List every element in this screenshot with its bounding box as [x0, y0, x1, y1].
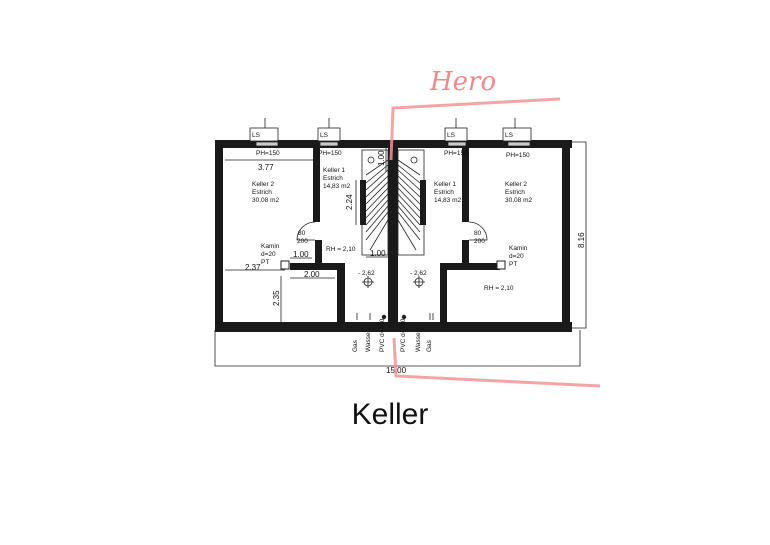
- dimension-2-35: 2.35: [272, 290, 281, 306]
- room-height-right: RH = 2,10: [484, 285, 514, 292]
- svg-text:Kamin: Kamin: [509, 245, 528, 252]
- room-right-keller2: Keller 2 Estrich 30,08 m2: [505, 181, 532, 204]
- svg-text:Estrich: Estrich: [505, 189, 525, 196]
- dimension-1-00: 1.00: [377, 150, 386, 166]
- kamin-left: Kamin d=20 PT: [261, 243, 280, 266]
- room-left-keller1: Keller 1 Estrich 14,83 m2: [323, 167, 350, 190]
- level-right: - 2,62: [410, 270, 427, 277]
- room-right-keller1: Keller 1 Estrich 14,83 m2: [434, 181, 461, 204]
- svg-text:Wasser: Wasser: [365, 329, 372, 352]
- page-title: Keller: [351, 398, 429, 431]
- staircase-right: [397, 149, 425, 256]
- svg-text:Keller 1: Keller 1: [434, 181, 456, 188]
- svg-text:30,08 m2: 30,08 m2: [505, 197, 532, 204]
- window-sill: PH=150: [444, 150, 468, 157]
- room-height-left: RH = 2,10: [326, 246, 356, 253]
- door-width: 80: [298, 230, 306, 237]
- svg-text:Gas: Gas: [426, 339, 433, 352]
- dimension-2-37: 2.37: [245, 263, 261, 272]
- dimension-lines: [214, 141, 587, 367]
- svg-text:Estrich: Estrich: [252, 189, 272, 196]
- window-sill: PH=150: [318, 150, 342, 157]
- door-height: 200: [474, 238, 485, 245]
- dimension-3-77: 3.77: [258, 163, 274, 172]
- chimney-icon: [496, 260, 506, 270]
- window-label: LS: [252, 132, 261, 139]
- door-height: 200: [297, 238, 308, 245]
- level-marker-icon: [362, 276, 425, 288]
- kamin-right: Kamin d=20 PT: [509, 245, 528, 268]
- svg-text:PVC d=160: PVC d=160: [379, 318, 386, 352]
- svg-text:14,83 m2: 14,83 m2: [434, 197, 461, 204]
- dimension-total-depth: 8.16: [577, 232, 586, 248]
- window-sill: PH=150: [506, 152, 530, 159]
- window-label: LS: [447, 132, 456, 139]
- svg-text:PT: PT: [261, 259, 269, 266]
- windows: [249, 118, 532, 147]
- dimension-2-00: 2.00: [304, 270, 320, 279]
- dimension-1-00: 1.00: [370, 249, 386, 258]
- window-label: LS: [320, 132, 329, 139]
- chimney-icon: [280, 260, 290, 270]
- utility-marks: [356, 313, 434, 320]
- svg-text:Estrich: Estrich: [434, 189, 454, 196]
- svg-text:Wasser: Wasser: [415, 329, 422, 352]
- svg-text:14,83 m2: 14,83 m2: [323, 183, 350, 190]
- window-sill: PH=150: [256, 150, 280, 157]
- doors: [296, 221, 488, 241]
- svg-text:Estrich: Estrich: [323, 175, 343, 182]
- svg-text:Kamin: Kamin: [261, 243, 280, 250]
- svg-text:PVC d=160: PVC d=160: [400, 318, 407, 352]
- svg-text:d=20: d=20: [509, 253, 524, 260]
- staircase-left: [361, 149, 389, 256]
- svg-text:Gas: Gas: [352, 339, 359, 352]
- door-width: 80: [474, 230, 482, 237]
- walls: [215, 140, 572, 332]
- handwritten-annotation: Hero: [429, 67, 496, 97]
- red-annotation-marks: [389, 97, 601, 388]
- dimension-2-24: 2.24: [345, 194, 354, 210]
- svg-text:Keller 1: Keller 1: [323, 167, 345, 174]
- dimension-1-00: 1.00: [293, 250, 309, 259]
- level-left: - 2,62: [358, 270, 375, 277]
- utility-labels: Gas Wasser PVC d=160 PVC d=160 Wasser Ga…: [352, 318, 433, 352]
- room-left-keller2: Keller 2 Estrich 30,08 m2: [252, 181, 279, 204]
- svg-text:Keller 2: Keller 2: [252, 181, 274, 188]
- svg-text:PT: PT: [509, 261, 517, 268]
- svg-text:d=20: d=20: [261, 251, 276, 258]
- window-label: LS: [505, 132, 514, 139]
- svg-text:Keller 2: Keller 2: [505, 181, 527, 188]
- svg-text:30,08 m2: 30,08 m2: [252, 197, 279, 204]
